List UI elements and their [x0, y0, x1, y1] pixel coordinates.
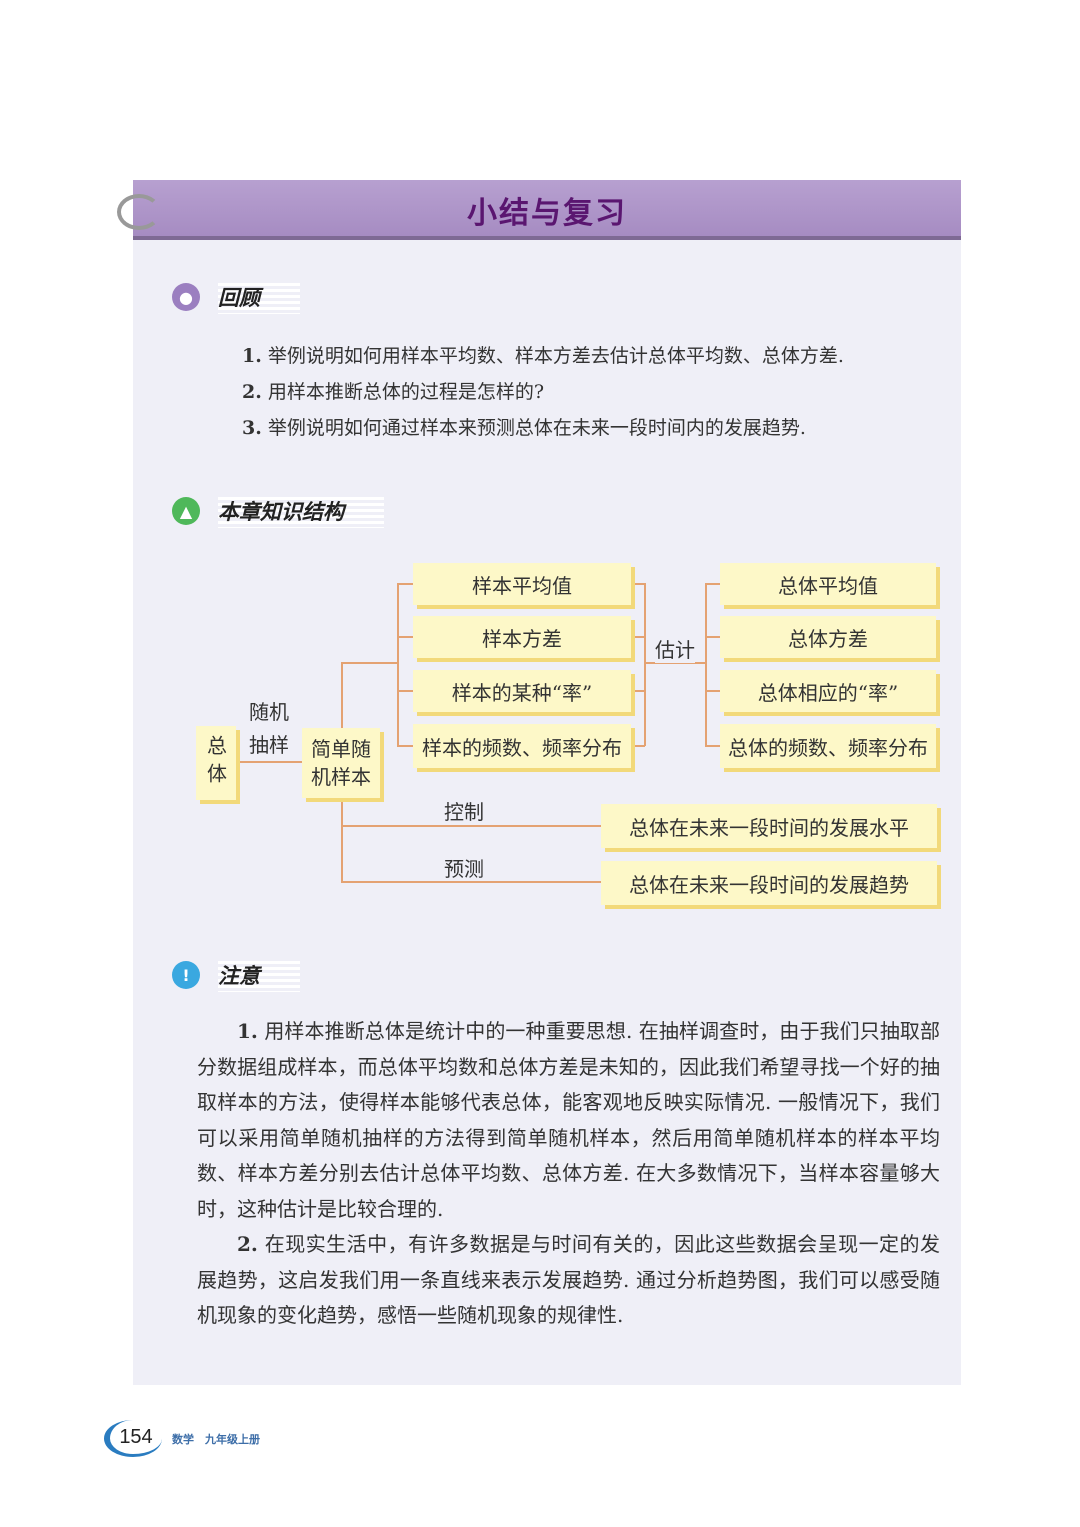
population-item-box: 总体相应的“率” [720, 670, 936, 712]
page-footer: 154 数学 九年级上册 [104, 1420, 260, 1457]
ring-binder-icon [117, 194, 161, 230]
connector [341, 662, 343, 728]
note-paragraph: 1. 用样本推断总体是统计中的一种重要思想. 在抽样调查时，由于我们只抽取部分数… [197, 1019, 941, 1221]
control-label: 控制 [444, 800, 484, 824]
connector [705, 636, 720, 638]
connector [341, 881, 601, 883]
population-item-box: 总体平均值 [720, 563, 936, 605]
population-box: 总体 [196, 726, 236, 800]
connector [705, 583, 720, 585]
connector [633, 583, 645, 585]
page-number: 154 [104, 1420, 162, 1457]
connector [397, 690, 413, 692]
mountain-icon: ▲ [172, 497, 200, 525]
connector [341, 825, 601, 827]
sample-item-box: 样本平均值 [413, 563, 631, 605]
person-icon: ● [172, 283, 200, 311]
population-item-box: 总体方差 [720, 616, 936, 658]
review-item: 3.举例说明如何通过样本来预测总体在未来一段时间内的发展趋势. [242, 417, 806, 439]
chapter-banner: 小结与复习 [133, 180, 961, 240]
review-item: 1.举例说明如何用样本平均数、样本方差去估计总体平均数、总体方差. [242, 345, 844, 367]
predict-target-box: 总体在未来一段时间的发展趋势 [601, 861, 937, 905]
section-structure-heading: ▲ 本章知识结构 [172, 494, 384, 528]
connector [633, 745, 645, 747]
book-title: 数学 九年级上册 [172, 1432, 260, 1446]
connector [397, 583, 399, 746]
sample-item-box: 样本方差 [413, 616, 631, 658]
section-title: 注意 [218, 958, 300, 992]
estimate-label: 估计 [655, 634, 695, 663]
review-item: 2.用样本推断总体的过程是怎样的? [242, 381, 545, 403]
connector [705, 583, 707, 746]
connector [644, 583, 646, 746]
connector [633, 690, 645, 692]
simple-random-sample-box: 简单随机样本 [302, 728, 380, 798]
section-title: 回顾 [218, 280, 300, 314]
page-title: 小结与复习 [467, 196, 627, 231]
control-target-box: 总体在未来一段时间的发展水平 [601, 804, 937, 848]
content-panel [133, 180, 961, 1385]
connector [397, 636, 413, 638]
connector [341, 662, 398, 664]
predict-label: 预测 [444, 857, 484, 881]
sampling-label: 抽样 [249, 733, 289, 757]
section-title: 本章知识结构 [218, 494, 384, 528]
connector [705, 690, 720, 692]
section-notes-heading: ! 注意 [172, 958, 300, 992]
sample-item-box: 样本的频数、频率分布 [413, 724, 631, 768]
connector [705, 745, 720, 747]
connector [341, 800, 343, 882]
connector [238, 761, 302, 763]
notes-text: 1. 用样本推断总体是统计中的一种重要思想. 在抽样调查时，由于我们只抽取部分数… [197, 1014, 940, 1334]
section-review-heading: ● 回顾 [172, 280, 300, 314]
population-item-box: 总体的频数、频率分布 [720, 724, 936, 768]
connector [397, 745, 413, 747]
sampling-label: 随机 [249, 700, 289, 724]
connector [633, 636, 645, 638]
note-paragraph: 2. 在现实生活中，有许多数据是与时间有关的，因此这些数据会呈现一定的发展趋势，… [197, 1232, 941, 1327]
exclamation-icon: ! [172, 961, 200, 989]
connector [644, 662, 706, 664]
sample-item-box: 样本的某种“率” [413, 670, 631, 712]
connector [397, 583, 413, 585]
